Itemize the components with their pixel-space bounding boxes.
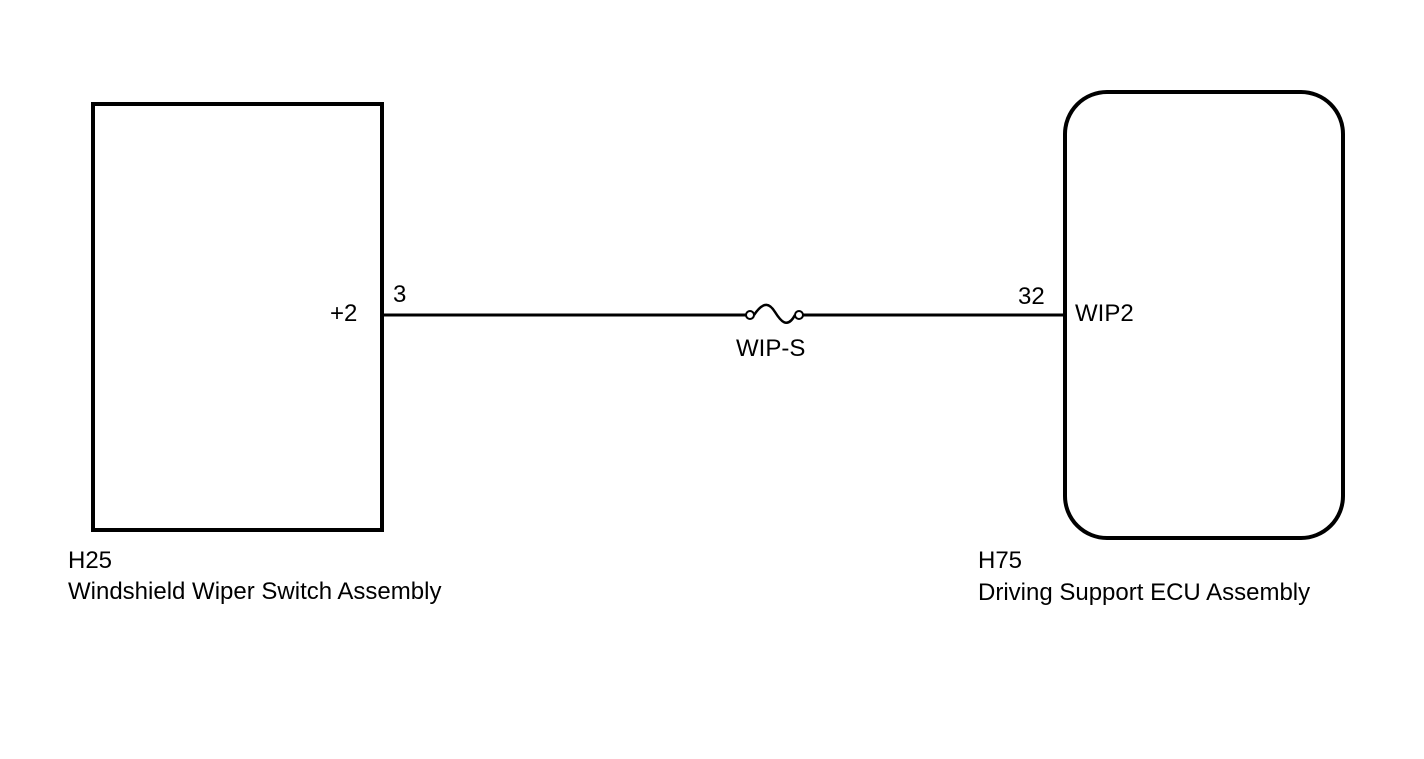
- left-connector-code: H25: [68, 547, 113, 574]
- right-connector-code: H75: [978, 547, 1023, 574]
- left-pin-number: 3: [393, 281, 407, 308]
- fuse-icon: [752, 303, 797, 324]
- windshield-wiper-switch-box: [91, 102, 384, 532]
- left-terminal-name: +2: [330, 300, 358, 327]
- fuse-label: WIP-S: [736, 335, 806, 362]
- right-terminal-name: WIP2: [1075, 300, 1134, 327]
- fuse-terminal-right: [794, 310, 804, 320]
- right-component-name: Driving Support ECU Assembly: [978, 579, 1311, 606]
- right-pin-number: 32: [1018, 283, 1045, 310]
- left-component-name: Windshield Wiper Switch Assembly: [68, 578, 442, 605]
- fuse-terminal-left: [745, 310, 755, 320]
